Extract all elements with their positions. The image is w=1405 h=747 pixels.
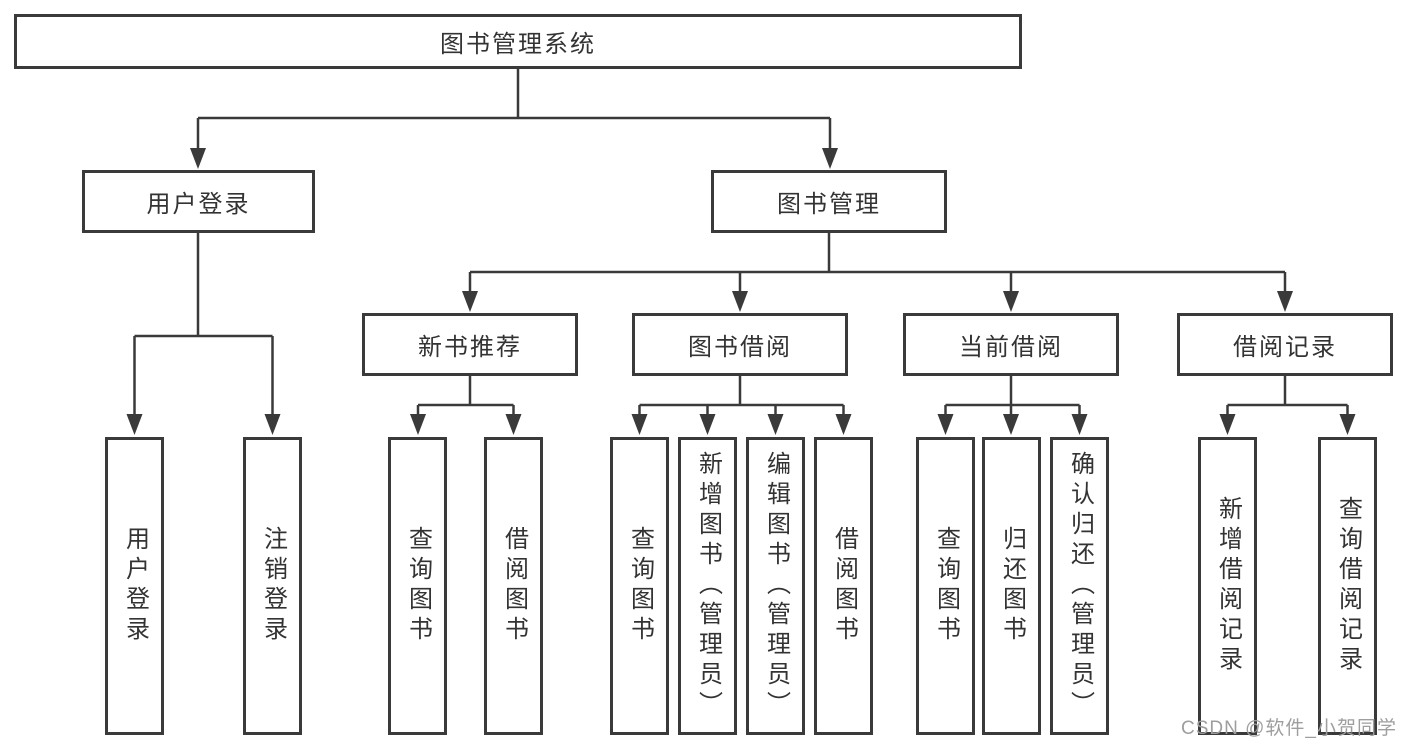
- arrowheads: [126, 148, 1356, 435]
- leaf-cb-confirm-return-label: 确认归还（管理员）: [1066, 451, 1094, 721]
- leaf-br-add-record: 新增借阅记录: [1198, 437, 1257, 735]
- leaf-br-query-record-label: 查询借阅记录: [1334, 496, 1362, 676]
- leaf-cb-confirm-return: 确认归还（管理员）: [1050, 437, 1109, 735]
- node-root-label: 图书管理系统: [440, 31, 596, 58]
- node-book-borrow-label: 图书借阅: [688, 334, 792, 361]
- leaf-br-query-record: 查询借阅记录: [1318, 437, 1377, 735]
- watermark: CSDN @软件_小贺同学: [1181, 718, 1397, 739]
- node-borrow-record-label: 借阅记录: [1233, 334, 1337, 361]
- leaf-nbr-borrow-books-label: 借阅图书: [500, 526, 528, 646]
- node-current-borrow: 当前借阅: [903, 313, 1119, 376]
- node-current-borrow-label: 当前借阅: [959, 334, 1063, 361]
- leaf-cb-return-books: 归还图书: [982, 437, 1041, 735]
- node-root: 图书管理系统: [14, 14, 1022, 69]
- leaf-bb-add-books: 新增图书（管理员）: [678, 437, 737, 735]
- node-new-book-recommend: 新书推荐: [362, 313, 578, 376]
- leaf-bb-query-books: 查询图书: [610, 437, 669, 735]
- node-new-book-recommend-label: 新书推荐: [418, 334, 522, 361]
- leaf-cb-query-books-label: 查询图书: [932, 526, 960, 646]
- leaf-bb-edit-books-label: 编辑图书（管理员）: [762, 451, 790, 721]
- leaf-bb-borrow-books: 借阅图书: [814, 437, 873, 735]
- leaf-nbr-query-books: 查询图书: [388, 437, 447, 735]
- leaf-nbr-borrow-books: 借阅图书: [484, 437, 543, 735]
- node-borrow-record: 借阅记录: [1177, 313, 1393, 376]
- leaf-logout-label: 注销登录: [259, 526, 287, 646]
- leaf-nbr-query-books-label: 查询图书: [404, 526, 432, 646]
- leaf-bb-query-books-label: 查询图书: [626, 526, 654, 646]
- node-user-login-label: 用户登录: [146, 191, 251, 218]
- leaf-cb-return-books-label: 归还图书: [998, 526, 1026, 646]
- leaf-bb-borrow-books-label: 借阅图书: [830, 526, 858, 646]
- leaf-cb-query-books: 查询图书: [916, 437, 975, 735]
- leaf-bb-add-books-label: 新增图书（管理员）: [694, 451, 722, 721]
- node-book-management: 图书管理: [711, 170, 947, 233]
- node-book-management-label: 图书管理: [777, 191, 881, 218]
- leaf-logout: 注销登录: [243, 437, 302, 735]
- node-user-login: 用户登录: [82, 170, 315, 233]
- leaf-br-add-record-label: 新增借阅记录: [1214, 496, 1242, 676]
- leaf-bb-edit-books: 编辑图书（管理员）: [746, 437, 805, 735]
- leaf-user-login-label: 用户登录: [121, 526, 149, 646]
- node-book-borrow: 图书借阅: [632, 313, 848, 376]
- leaf-user-login: 用户登录: [105, 437, 164, 735]
